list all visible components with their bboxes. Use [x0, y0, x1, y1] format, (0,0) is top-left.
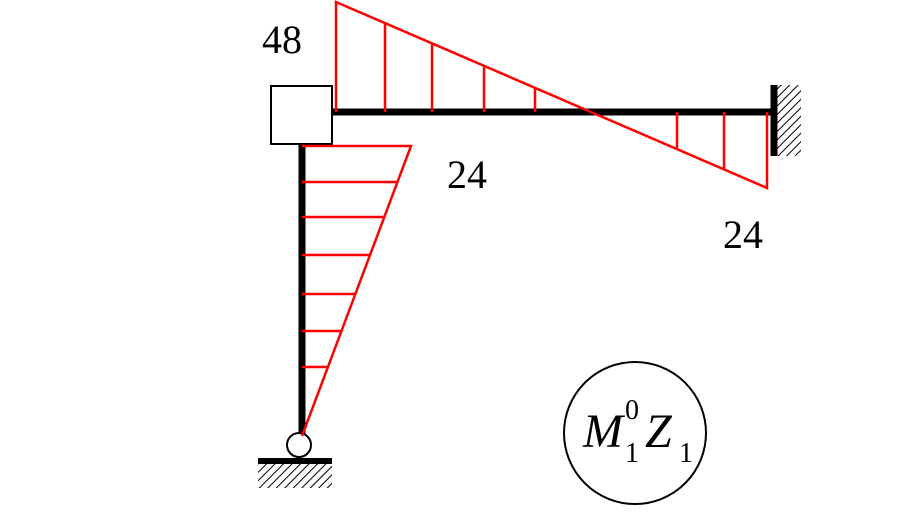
beam-moment-label: 24: [447, 152, 487, 197]
column-moment-diagram: [300, 144, 413, 437]
formula-m-subscript: 1: [625, 438, 639, 469]
rigid-joint-box: [270, 85, 333, 145]
formula-badge: M 0 1 Z 1: [563, 361, 707, 505]
node-moment-label: 48: [262, 17, 302, 62]
fixed-end-moment-label: 24: [723, 212, 763, 257]
formula-m: M: [582, 405, 626, 458]
beam-moment-diagram: [334, 0, 769, 190]
fixed-support: [770, 85, 801, 156]
formula-z: Z: [645, 405, 673, 458]
formula-m-superscript: 0: [625, 395, 639, 426]
formula-z-subscript: 1: [679, 438, 693, 469]
pin-support: [258, 432, 332, 488]
